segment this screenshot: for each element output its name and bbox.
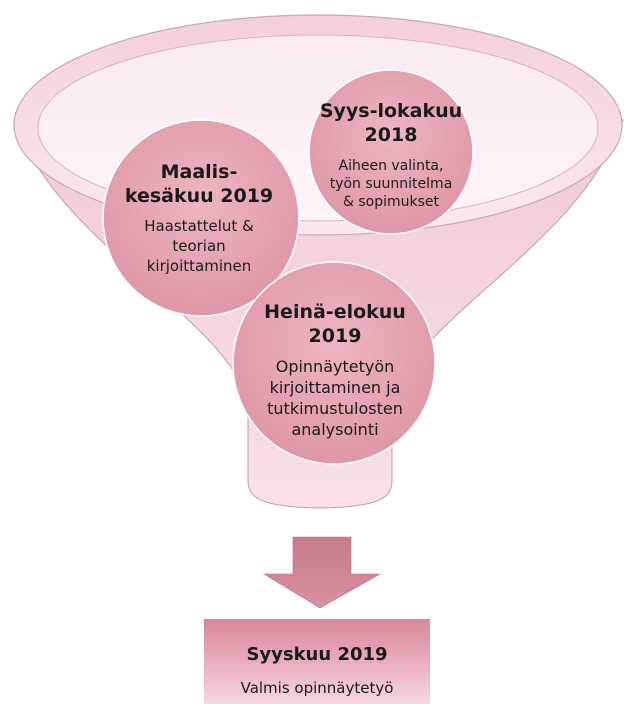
stage-july-aug-2019: Heinä-elokuu 2019 Opinnäytetyön kirjoitt… xyxy=(240,275,430,465)
stage-description: Haastattelut & teorian kirjoittaminen xyxy=(144,217,254,275)
stage-circle-1 xyxy=(102,119,300,317)
down-arrow-icon xyxy=(262,536,382,609)
stage-sep-oct-2018: Syys-lokakuu 2018 Aiheen valinta, työn s… xyxy=(312,92,470,218)
result-description: Valmis opinnäytetyö xyxy=(240,679,394,697)
stage-title: Heinä-elokuu 2019 xyxy=(264,301,406,347)
stage-circle-3 xyxy=(232,261,436,465)
result-title: Syyskuu 2019 xyxy=(246,644,388,665)
stage-title: Maalis- kesäkuu 2019 xyxy=(124,161,274,207)
stage-description: Aiheen valinta, työn suunnitelma & sopim… xyxy=(329,158,453,210)
result-box: Syyskuu 2019 Valmis opinnäytetyö xyxy=(204,619,430,704)
stage-description: Opinnäytetyön kirjoittaminen ja tutkimus… xyxy=(267,357,403,439)
stage-title: Syys-lokakuu 2018 xyxy=(319,100,463,146)
stage-march-june-2019: Maalis- kesäkuu 2019 Haastattelut & teor… xyxy=(104,128,294,308)
stage-circle-2 xyxy=(308,69,474,235)
